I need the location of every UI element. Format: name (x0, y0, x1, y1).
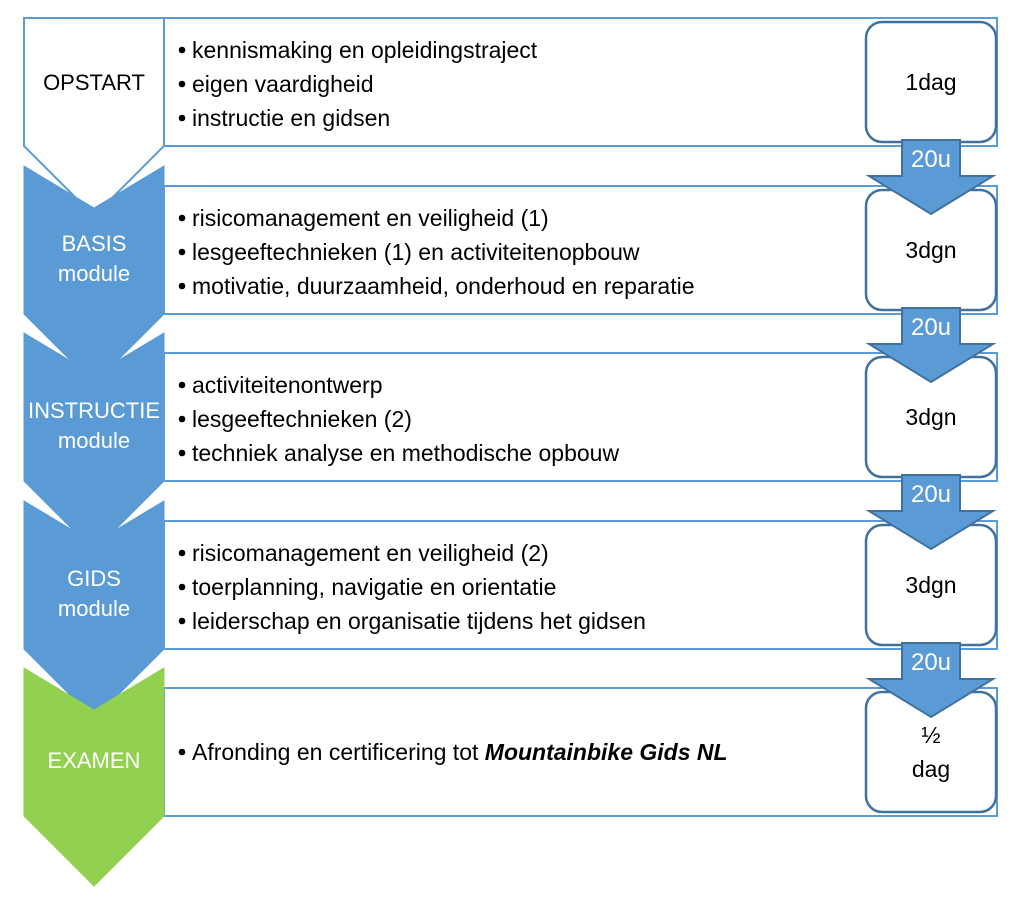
duration-label: 3dgn (905, 404, 956, 430)
bullet-item-text: toerplanning, navigatie en orientatie (192, 574, 556, 600)
content-box (163, 17, 998, 147)
bullet-dot (178, 415, 186, 423)
stage-chevron (23, 17, 165, 218)
stage-label: GIDS (67, 566, 121, 591)
bullet-dot (178, 114, 186, 122)
bullet-item-text: risicomanagement en veiligheid (2) (192, 540, 549, 566)
bullet-item: Afronding en certificering tot Mountainb… (192, 739, 728, 765)
bullet-item-text: techniek analyse en methodische opbouw (192, 440, 619, 466)
bullet-item-text: lesgeeftechnieken (2) (192, 406, 412, 432)
stage-label: EXAMEN (48, 748, 141, 773)
bullet-dot (178, 549, 186, 557)
duration-label: 3dgn (905, 237, 956, 263)
bullet-item-text: instructie en gidsen (192, 105, 390, 131)
content-boxes (163, 17, 998, 817)
hour-arrows: 20u 20u 20u 20u (865, 139, 997, 719)
bullet-dot (178, 248, 186, 256)
bullet-dot (178, 214, 186, 222)
stage-chevron (23, 667, 165, 887)
stage-chevrons (23, 17, 165, 887)
stage-chevron (23, 500, 165, 720)
hours-arrow (865, 642, 997, 719)
hours-arrow (865, 307, 997, 384)
bullet-item-text: leiderschap en organisatie tijdens het g… (192, 608, 646, 634)
stage-label: module (58, 261, 130, 286)
bullet-item: leiderschap en organisatie tijdens het g… (192, 608, 646, 634)
hours-label: 20u (911, 649, 951, 676)
duration-label: 3dgn (905, 572, 956, 598)
hours-label: 20u (911, 146, 951, 173)
diagram-text: OPSTART 1dag kennismaking en opleidingstra… (28, 37, 957, 782)
bullet-item: motivatie, duurzaamheid, onderhoud en re… (192, 273, 695, 299)
duration-label: dag (912, 756, 950, 782)
stage-label: OPSTART (43, 70, 145, 95)
stage-label: module (58, 596, 130, 621)
duration-label: 1dag (905, 69, 956, 95)
bullet-item-emphasis: Mountainbike Gids NL (485, 739, 728, 765)
stage-chevron (23, 332, 165, 552)
bullet-item-text: lesgeeftechnieken (1) en activiteitenopb… (192, 239, 640, 265)
bullet-item: instructie en gidsen (192, 105, 390, 131)
content-box (163, 687, 998, 817)
bullet-dot (178, 80, 186, 88)
duration-label: ½ (921, 722, 940, 748)
bullet-item: lesgeeftechnieken (2) (192, 406, 412, 432)
bullet-item: lesgeeftechnieken (1) en activiteitenopb… (192, 239, 640, 265)
bullet-item-text: Afronding en certificering tot (192, 739, 485, 765)
bullet-item: techniek analyse en methodische opbouw (192, 440, 619, 466)
bullet-dot (178, 583, 186, 591)
stage-label: module (58, 428, 130, 453)
content-box (163, 352, 998, 482)
bullet-item-text: eigen vaardigheid (192, 71, 374, 97)
bullet-dot (178, 282, 186, 290)
hours-label: 20u (911, 481, 951, 508)
bullet-item-text: kennismaking en opleidingstraject (192, 37, 538, 63)
hours-label: 20u (911, 314, 951, 341)
bullet-item-text: activiteitenontwerp (192, 372, 383, 398)
hours-arrow (865, 139, 997, 216)
bullet-item: kennismaking en opleidingstraject (192, 37, 538, 63)
bullet-item-text: motivatie, duurzaamheid, onderhoud en re… (192, 273, 695, 299)
bullet-item: eigen vaardigheid (192, 71, 374, 97)
bullet-dot (178, 381, 186, 389)
bullet-item: risicomanagement en veiligheid (2) (192, 540, 549, 566)
bullet-dot (178, 449, 186, 457)
hours-arrow (865, 474, 997, 551)
content-box (163, 185, 998, 315)
bullet-item: toerplanning, navigatie en orientatie (192, 574, 556, 600)
stage-label: INSTRUCTIE (28, 398, 160, 423)
content-box (163, 520, 998, 650)
bullet-item: risicomanagement en veiligheid (1) (192, 205, 549, 231)
bullet-dot (178, 617, 186, 625)
stage-label: BASIS (62, 231, 127, 256)
bullet-item: activiteitenontwerp (192, 372, 383, 398)
stage-chevron (23, 165, 165, 385)
bullet-item-text: risicomanagement en veiligheid (1) (192, 205, 549, 231)
bullet-dot (178, 748, 186, 756)
bullet-dot (178, 46, 186, 54)
